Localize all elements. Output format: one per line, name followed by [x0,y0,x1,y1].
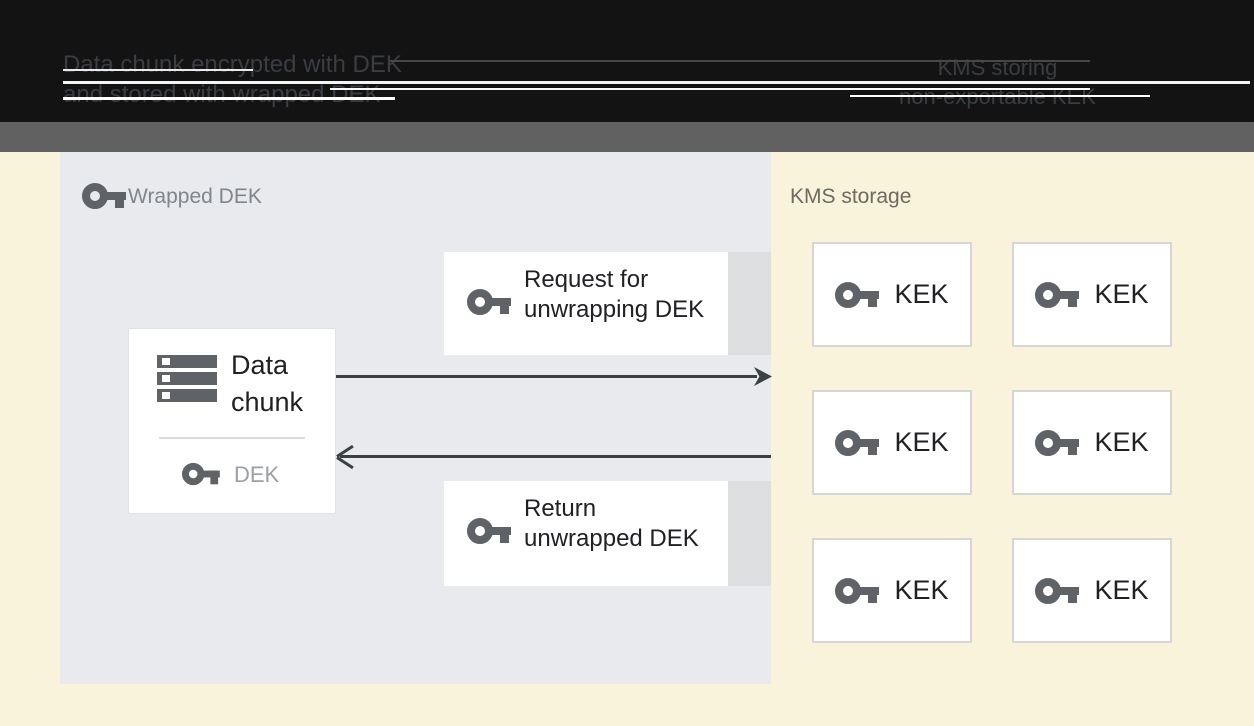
data-chunk-title-line1: Data [231,350,289,380]
card-divider [159,437,305,439]
kek-label: KEK [1094,575,1149,605]
key-icon [1035,576,1080,606]
glitch-line [390,60,1090,62]
caption-data-chunk-line1: Data chunk encrypted with DEK [63,51,402,78]
storage-server-icon [157,355,217,406]
gray-divider-band [0,122,1254,152]
return-unwrapped-card: Return unwrapped DEK [444,481,728,586]
request-arrow-line [336,375,757,378]
kek-box: KEK [1012,390,1172,495]
kek-box: KEK [1012,538,1172,643]
kek-box: KEK [812,242,972,347]
key-icon [835,428,880,458]
request-unwrap-card: Request for unwrapping DEK [444,252,728,355]
kek-label: KEK [894,427,949,457]
kek-box: KEK [812,390,972,495]
gray-block [728,481,771,586]
key-icon [1035,280,1080,310]
caption-kms-line1: KMS storing [937,55,1058,80]
return-unwrapped-text: Return unwrapped DEK [524,494,699,554]
kek-box: KEK [812,538,972,643]
key-icon [182,461,220,487]
caption-data-chunk-line2: and stored with wrapped DEK [63,81,381,108]
glitch-line [850,95,1150,97]
key-icon [467,516,511,546]
kek-label: KEK [894,279,949,309]
data-chunk-title: Data chunk [231,347,303,421]
key-icon [1035,428,1080,458]
request-line1: Request for [524,266,649,293]
glitch-line [330,88,1090,90]
glitch-line [63,69,253,71]
key-icon [835,576,880,606]
request-unwrap-text: Request for unwrapping DEK [524,265,704,325]
kms-storage-title: KMS storage [790,185,912,208]
caption-data-chunk: Data chunk encrypted with DEK and stored… [63,50,402,110]
return-line1: Return [524,495,597,522]
key-icon [835,280,880,310]
kek-box: KEK [1012,242,1172,347]
data-chunk-card: Data chunk DEK [128,328,336,514]
glitch-line [63,81,1250,84]
request-line2: unwrapping DEK [524,296,705,323]
dek-label: DEK [234,462,280,487]
glitch-line [63,97,395,100]
kek-label: KEK [1094,427,1149,457]
key-icon [82,181,126,211]
kek-label: KEK [894,575,949,605]
kek-label: KEK [1094,279,1149,309]
wrapped-dek-title: Wrapped DEK [128,185,262,208]
return-arrow-line [340,455,771,458]
gray-block [728,252,771,355]
key-icon [467,287,511,317]
return-line2: unwrapped DEK [524,525,699,552]
data-chunk-title-line2: chunk [231,387,304,417]
